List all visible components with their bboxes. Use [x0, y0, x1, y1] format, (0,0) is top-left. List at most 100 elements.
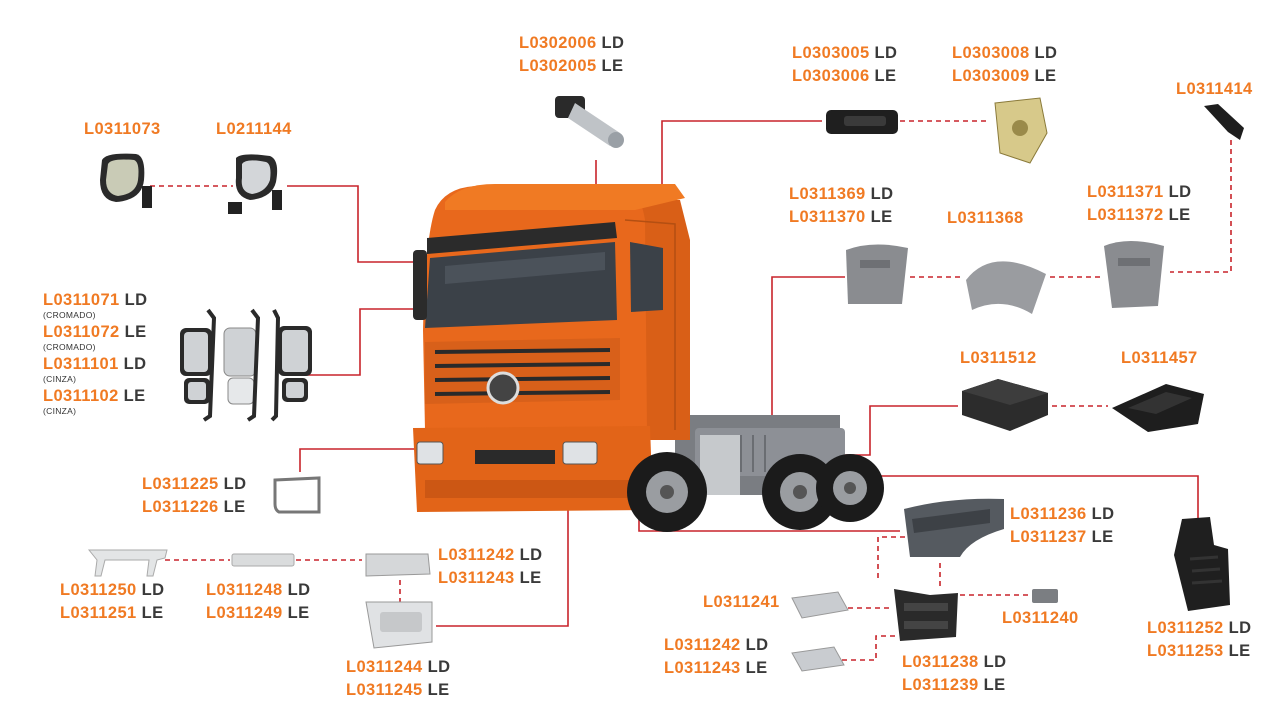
- part-side: LE: [1163, 206, 1191, 224]
- part-number-line: L0311243 LE: [664, 657, 768, 680]
- dash-plate-2: [842, 635, 895, 661]
- part-side: LE: [514, 569, 542, 587]
- part-number-line: L0311249 LE: [206, 602, 310, 625]
- step-plate-1: [788, 590, 852, 620]
- part-code: L0311457: [1121, 349, 1198, 367]
- part-number-line: L0302006 LD: [519, 32, 624, 55]
- part-number-line: L0311073: [84, 118, 161, 141]
- part-code: L0311243: [664, 659, 741, 677]
- part-code: L0303008: [952, 44, 1030, 62]
- part-number-line: L0311242 LD: [664, 634, 768, 657]
- part-code: L0311243: [438, 569, 515, 587]
- part-number-line: L0303009 LE: [952, 65, 1057, 88]
- part-code: L0311102: [43, 387, 119, 405]
- mudguard-rear: [1098, 236, 1170, 314]
- part-number-line: L0311252 LD: [1147, 617, 1251, 640]
- part-number-line: L0311236 LD: [1010, 503, 1114, 526]
- side-fairing: [1170, 515, 1234, 613]
- part-code: L0311252: [1147, 619, 1224, 637]
- step-housing: [900, 495, 1010, 561]
- part-code: L0311242: [664, 636, 741, 654]
- part-number-line: L0311245 LE: [346, 679, 450, 702]
- part-number-line: L0311414: [1176, 78, 1253, 101]
- part-side: LD: [118, 355, 147, 373]
- part-side: LD: [136, 581, 165, 599]
- part-number-line: L0311253 LE: [1147, 640, 1251, 663]
- part-number-line: L0311370 LE: [789, 206, 893, 229]
- part-label: L0311457: [1121, 347, 1198, 370]
- part-number-line: L0311241: [703, 591, 780, 614]
- part-side: LD: [1086, 505, 1115, 523]
- part-side: LE: [1223, 642, 1251, 660]
- part-number-line: L0311512: [960, 347, 1037, 370]
- part-number-line: L0311072 LE: [43, 321, 147, 344]
- part-number-line: L0311102 LE: [43, 385, 147, 408]
- part-code: L0311371: [1087, 183, 1164, 201]
- part-side: LD: [1223, 619, 1252, 637]
- part-side: LE: [119, 323, 147, 341]
- part-code: L0311372: [1087, 206, 1164, 224]
- part-code: L0311244: [346, 658, 423, 676]
- part-side: LD: [740, 636, 769, 654]
- part-code: L0311238: [902, 653, 979, 671]
- front-wheel: [627, 452, 707, 532]
- part-number-line: L0311371 LD: [1087, 181, 1191, 204]
- part-code: L0311251: [60, 604, 137, 622]
- bumper-trim: [230, 550, 296, 570]
- part-code: L0303009: [952, 67, 1030, 85]
- part-number-line: L0311071 LD: [43, 289, 147, 312]
- part-label: L0311073: [84, 118, 161, 141]
- part-side: LE: [218, 498, 246, 516]
- part-label: L0311240: [1002, 607, 1079, 630]
- part-number-line: L0311237 LE: [1010, 526, 1114, 549]
- part-number-line: L0311248 LD: [206, 579, 310, 602]
- part-number-line: L0311101 LD: [43, 353, 147, 376]
- part-note: (CROMADO): [43, 342, 96, 352]
- part-note: (CINZA): [43, 406, 77, 416]
- part-side: LD: [869, 44, 898, 62]
- part-number-line: L0211144: [216, 118, 292, 141]
- rear-wheel-2: [816, 454, 884, 522]
- part-side: LE: [869, 67, 897, 85]
- part-code: L0311101: [43, 355, 119, 373]
- part-code: L0311237: [1010, 528, 1087, 546]
- door-lock: [985, 93, 1055, 173]
- part-number-line: L0311244 LD: [346, 656, 450, 679]
- part-code: L0311226: [142, 498, 219, 516]
- part-label: L0311242 LD L0311243 LE: [438, 544, 542, 590]
- step-ladder: [890, 585, 962, 645]
- part-number-line: L0311242 LD: [438, 544, 542, 567]
- part-code: L0311248: [206, 581, 283, 599]
- headlamp-frame: [271, 474, 323, 516]
- part-code: L0311370: [789, 208, 866, 226]
- part-code: L0311369: [789, 185, 866, 203]
- rear-wheel-1: [762, 454, 838, 530]
- part-code: L0311249: [206, 604, 283, 622]
- part-side: LD: [282, 581, 311, 599]
- part-code: L0302006: [519, 34, 597, 52]
- part-side: LE: [978, 676, 1006, 694]
- battery-cover: [958, 375, 1054, 435]
- mirror-small-2: [228, 150, 288, 220]
- part-side: LE: [596, 57, 624, 75]
- part-label: L0311368: [947, 207, 1024, 230]
- part-code: L0311414: [1176, 80, 1253, 98]
- part-note: (CINZA): [43, 374, 77, 384]
- mudguard-middle: [962, 250, 1052, 320]
- part-code: L0311241: [703, 593, 780, 611]
- part-code: L0311242: [438, 546, 515, 564]
- part-number-line: L0311226 LE: [142, 496, 246, 519]
- part-label: L0311512: [960, 347, 1037, 370]
- part-side: LE: [1086, 528, 1114, 546]
- part-side: LE: [282, 604, 310, 622]
- part-code: L0211144: [216, 120, 292, 138]
- part-note: (CROMADO): [43, 310, 96, 320]
